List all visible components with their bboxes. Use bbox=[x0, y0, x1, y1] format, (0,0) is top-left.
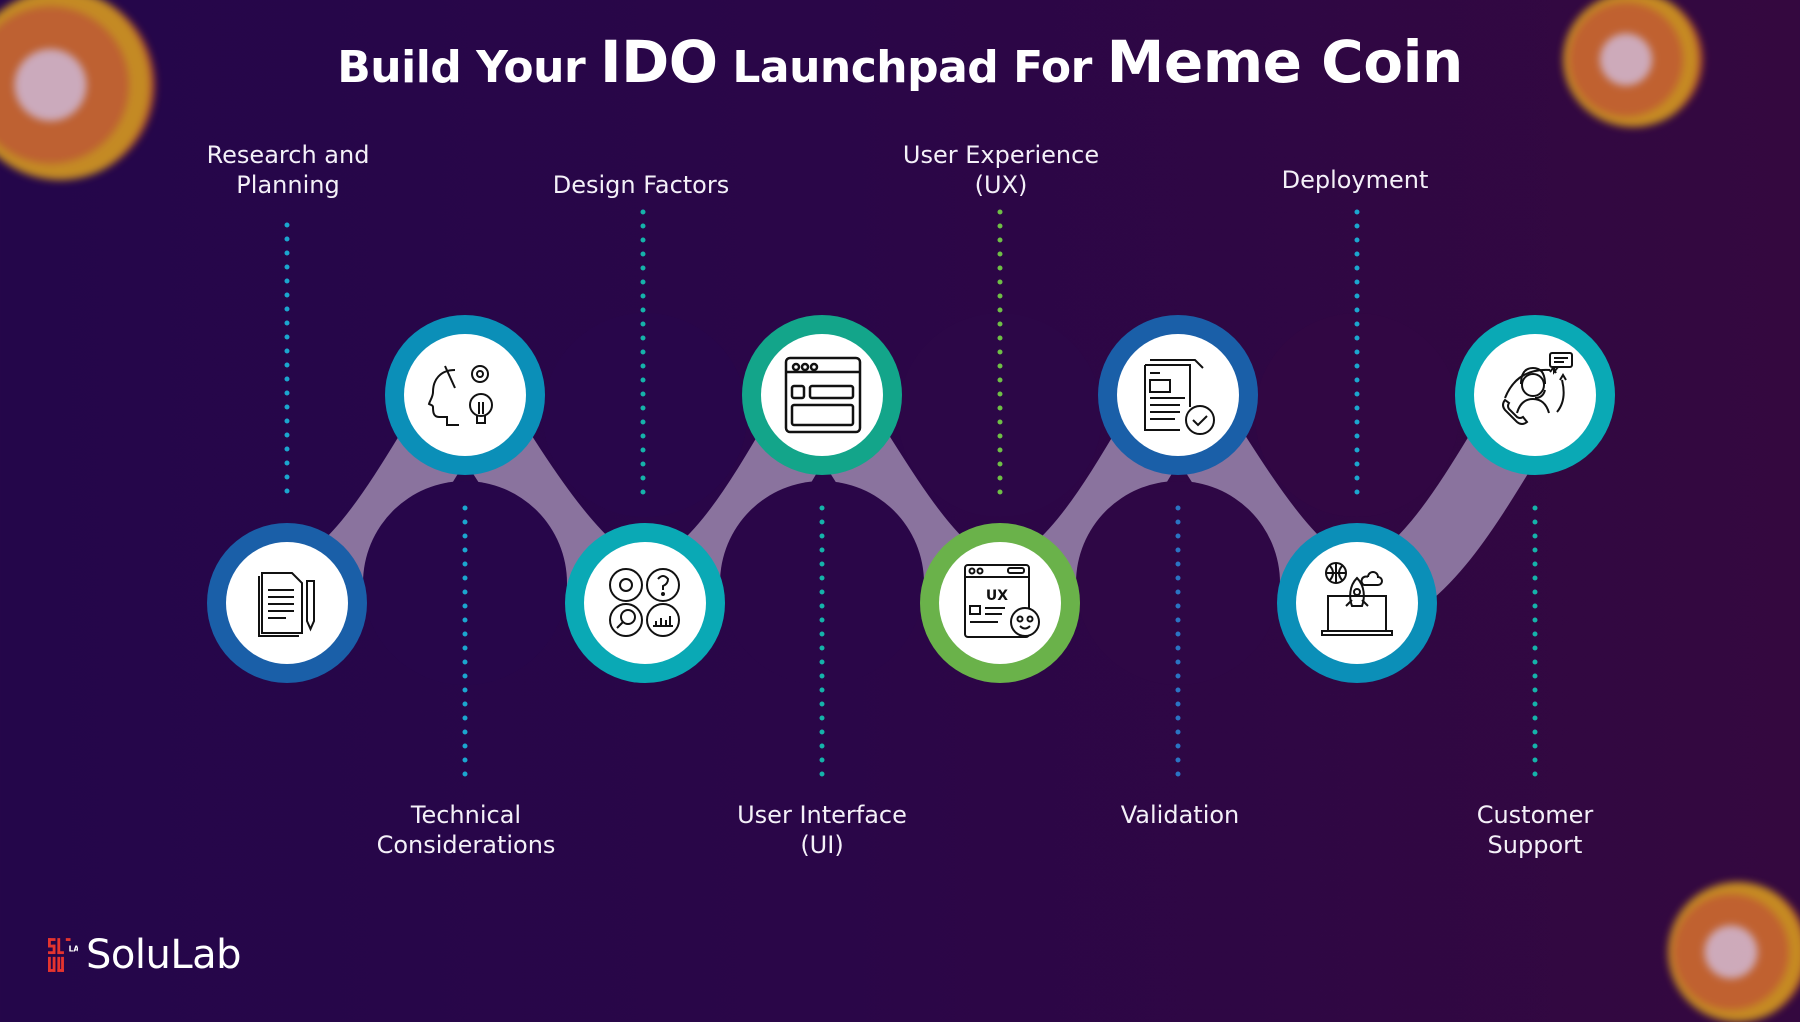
document-check-icon bbox=[1144, 359, 1215, 435]
label-line: User Interface bbox=[737, 801, 907, 829]
step-label-user-experience: User Experience (UX) bbox=[903, 140, 1099, 200]
step-node-design-factors bbox=[565, 523, 725, 683]
label-line: (UI) bbox=[800, 831, 844, 859]
ux-smiley-icon: UX bbox=[964, 564, 1040, 638]
step-node-technical-considerations bbox=[385, 315, 545, 475]
label-line: Support bbox=[1487, 831, 1583, 859]
design-grid-icon bbox=[609, 568, 680, 637]
label-line: Research and bbox=[206, 141, 370, 169]
document-pencil-icon bbox=[258, 572, 315, 637]
logo-text: SoluLab bbox=[86, 932, 242, 978]
step-label-customer-support: Customer Support bbox=[1477, 800, 1594, 860]
step-node-research-planning bbox=[207, 523, 367, 683]
coin-decoration-bottom-right bbox=[1668, 882, 1800, 1022]
label-line: Deployment bbox=[1281, 166, 1429, 194]
step-label-design-factors: Design Factors bbox=[553, 170, 729, 200]
step-label-user-interface: User Interface (UI) bbox=[737, 800, 907, 860]
step-node-user-experience: UX bbox=[920, 523, 1080, 683]
label-line: Planning bbox=[236, 171, 340, 199]
title-part: Launchpad For bbox=[717, 42, 1107, 93]
label-line: Technical bbox=[410, 801, 522, 829]
step-node-deployment bbox=[1277, 523, 1437, 683]
label-line: User Experience bbox=[902, 141, 1100, 169]
coin-decoration-top-left bbox=[0, 0, 155, 180]
title-highlight-ido: IDO bbox=[599, 28, 718, 96]
solulab-logo-mark-icon: LAB bbox=[48, 938, 78, 972]
step-label-validation: Validation bbox=[1121, 800, 1240, 830]
svg-text:UX: UX bbox=[986, 588, 1008, 604]
step-label-deployment: Deployment bbox=[1282, 165, 1429, 195]
step-label-technical-considerations: Technical Considerations bbox=[377, 800, 556, 860]
process-diagram: UX bbox=[207, 209, 1615, 791]
label-line: Design Factors bbox=[552, 171, 730, 199]
step-node-validation bbox=[1098, 315, 1258, 475]
label-line: Considerations bbox=[376, 831, 556, 859]
customer-support-icon bbox=[1502, 352, 1573, 425]
dotted-connectors bbox=[284, 209, 1538, 791]
step-node-customer-support bbox=[1455, 315, 1615, 475]
logo-mark-text: LAB bbox=[69, 944, 78, 953]
step-label-research-planning: Research and Planning bbox=[207, 140, 370, 200]
step-node-user-interface bbox=[742, 315, 902, 475]
label-line: Customer bbox=[1476, 801, 1594, 829]
title-highlight-meme-coin: Meme Coin bbox=[1106, 28, 1464, 96]
solulab-logo: LAB SoluLab bbox=[48, 932, 242, 978]
label-line: Validation bbox=[1120, 801, 1240, 829]
title-part: Build Your bbox=[337, 42, 600, 93]
head-gear-bulb-icon bbox=[427, 365, 493, 426]
label-line: (UX) bbox=[974, 171, 1028, 199]
browser-window-icon bbox=[784, 356, 862, 434]
laptop-rocket-icon bbox=[1321, 562, 1393, 636]
page-title: Build Your IDO Launchpad For Meme Coin bbox=[0, 28, 1800, 96]
coin-decoration-top-right bbox=[1563, 0, 1703, 127]
